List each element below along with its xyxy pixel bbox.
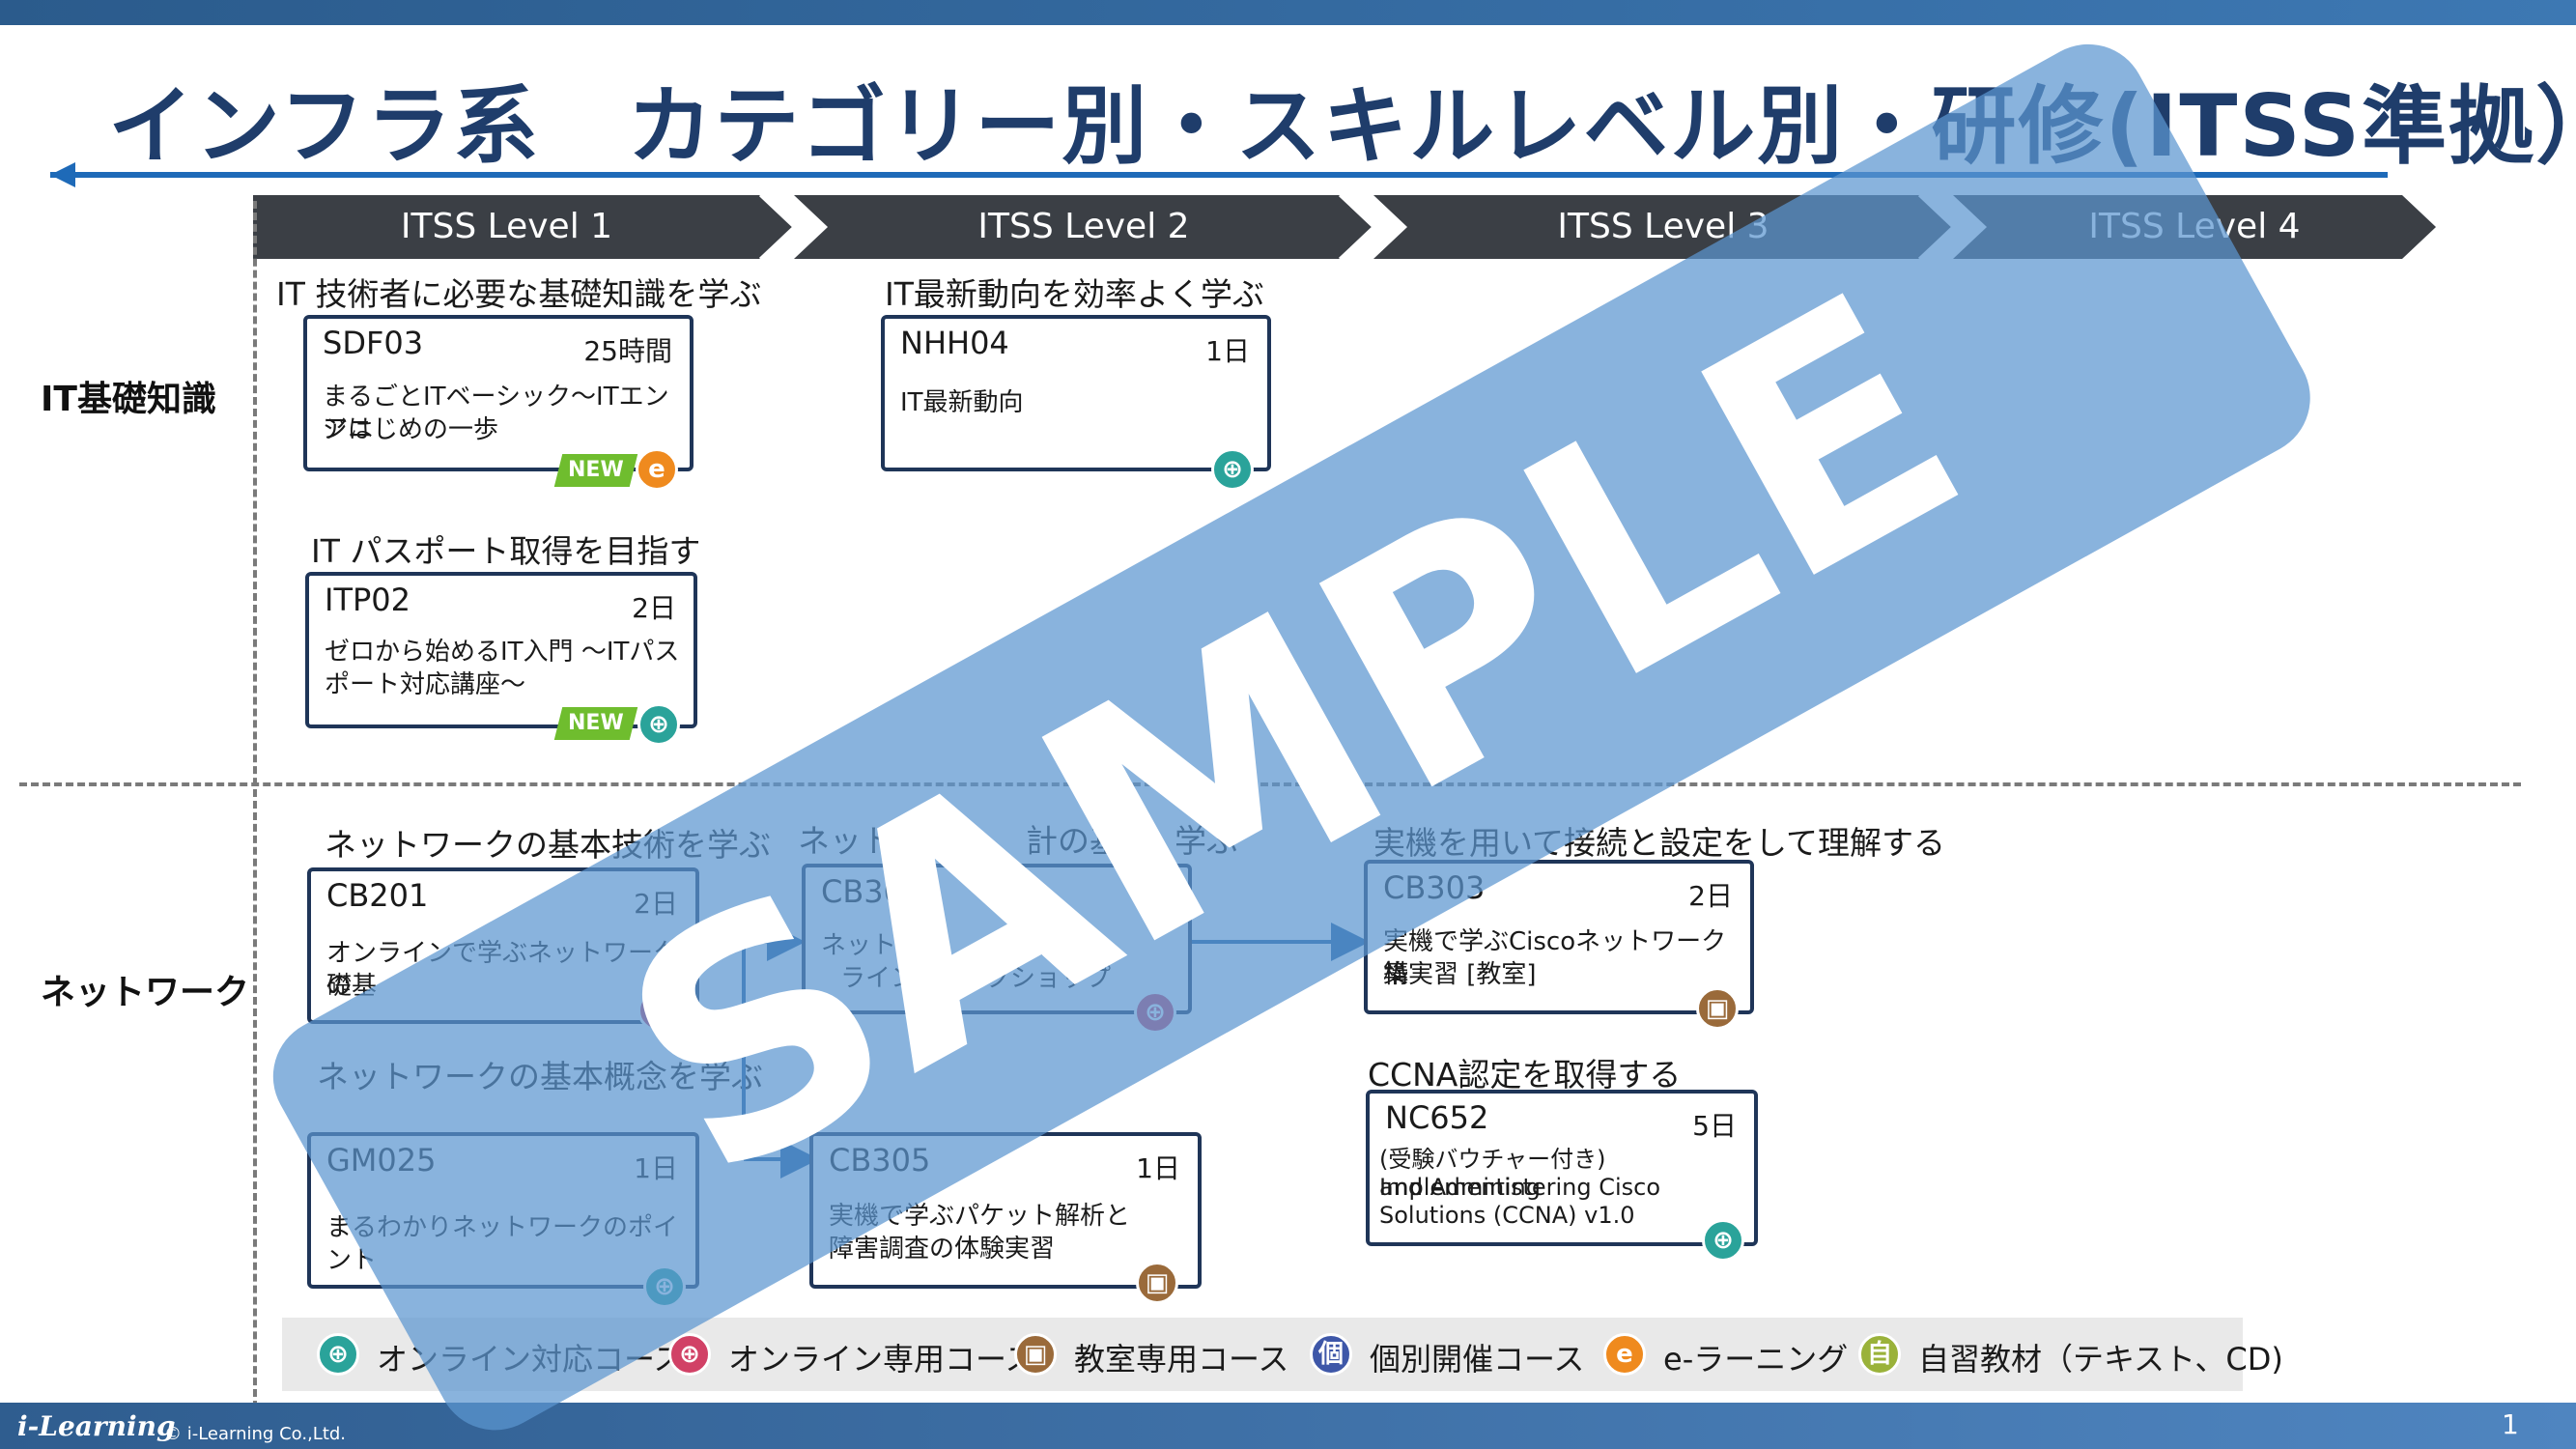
course-card-nc652[interactable]: NC652 5日 (受験バウチャー付き) Implementing and Ad… [1366,1090,1758,1246]
course-description-line2b: クショップ [985,964,1112,993]
legend-label: オンライン対応コース [377,1341,685,1378]
course-code: SDF03 [323,325,424,361]
legend-label: 教室専用コース [1074,1341,1289,1378]
online-ready-icon: ⊕ [1702,1219,1744,1262]
course-description-line1: ネットワー [821,931,948,960]
online-only-icon: ⊕ [668,1333,711,1376]
course-description-line1: オンラインで学ぶネットワークの基 [326,939,679,1001]
online-ready-icon: ⊕ [637,703,680,746]
course-code: NC652 [1385,1099,1489,1136]
course-duration: 25時間 [583,335,672,367]
online-ready-icon: ⊕ [643,1265,686,1308]
course-description-line2: ライン [840,964,917,993]
elearning-icon: e [636,448,678,491]
course-duration: 5日 [1692,1110,1737,1142]
course-duration: 2日 [634,888,678,920]
course-description-line3: Solutions (CCNA) v1.0 [1379,1202,1635,1229]
course-description-line2: アはじめの一歩 [323,415,499,444]
classroom-icon: ▣ [1696,987,1739,1030]
classroom-icon: ▣ [1014,1333,1057,1376]
elearning-icon: e [1603,1333,1646,1376]
course-duration: 1日 [1136,1152,1180,1184]
new-tag: NEW [553,454,638,487]
legend-label: e-ラーニング [1663,1341,1849,1378]
row-header-network: ネットワーク [41,973,250,1012]
course-code: GM025 [326,1142,437,1179]
footer-bar [0,1403,2576,1449]
course-card-cb300[interactable]: CB300 2 ネットワー 礎 ライン クショップ [802,864,1192,1014]
course-duration: 1日 [634,1152,678,1184]
row-header-divider [253,201,257,1408]
course-duration: 2日 [632,592,676,624]
course-code: CB201 [326,877,429,914]
legend-label: 個別開催コース [1370,1341,1585,1378]
row-header-it-basic: IT基礎知識 [41,380,216,419]
company-logo: i-Learning [17,1410,176,1442]
course-duration: 2 [1153,879,1171,911]
course-card-cb305[interactable]: CB305 1日 実機で学ぶパケット解析と 障害調査の体験実習 [809,1132,1202,1289]
course-description-line1: 実機で学ぶパケット解析と [829,1202,1131,1231]
online-ready-icon: ⊕ [317,1333,359,1376]
course-card-nhh04[interactable]: NHH04 1日 IT最新動向 [881,315,1271,471]
legend-label: 自習教材（テキスト、CD) [1918,1341,2283,1378]
individual-icon: 個 [1310,1333,1352,1376]
course-card-gm025[interactable]: GM025 1日 まるわかりネットワークのポイント [307,1132,699,1289]
page-number: 1 [2502,1408,2519,1440]
course-card-itp02[interactable]: ITP02 2日 ゼロから始めるIT入門 ～ITパス ポート対応講座～ [305,572,697,728]
course-code: NHH04 [900,325,1009,361]
course-duration: 2日 [1688,880,1733,912]
top-accent-bar [0,0,2576,25]
course-code: CB300 [821,873,923,910]
course-description-line2: ポート対応講座～ [325,670,526,699]
online-only-icon: ⊕ [637,989,680,1032]
new-tag: NEW [553,707,638,740]
selfstudy-icon: 自 [1858,1333,1901,1376]
course-description-line1: ゼロから始めるIT入門 ～ITパス [325,638,680,667]
course-card-cb303[interactable]: CB303 2日 実機で学ぶCiscoネットワーク構 築実習 [教室] [1364,860,1754,1014]
course-description-line2: 障害調査の体験実習 [829,1235,1056,1264]
course-description-line2: 礎 [326,972,353,1001]
course-description-line2: 築実習 [教室] [1383,960,1537,989]
online-only-icon: ⊕ [1134,991,1176,1034]
legend-label: オンライン専用コース [728,1341,1036,1378]
classroom-icon: ▣ [1136,1262,1178,1304]
course-description-line2: and Administering Cisco [1379,1174,1661,1201]
course-description-line1: IT最新動向 [900,388,1024,417]
course-code: CB305 [829,1142,931,1179]
legend: ⊕ オンライン対応コース ⊕ オンライン専用コース ▣ 教室専用コース 個 個別… [282,1318,2283,1391]
course-card-sdf03[interactable]: SDF03 25時間 まるごとITベーシック～ITエンジニ アはじめの一歩 [303,315,694,471]
course-code: ITP02 [325,582,410,618]
course-duration: 1日 [1205,335,1250,367]
course-description-line1b: 礎 [1033,931,1060,960]
copyright: © i-Learning Co.,Ltd. [164,1424,347,1444]
course-description-line1: まるわかりネットワークのポイント [326,1213,679,1275]
course-code: CB303 [1383,869,1486,906]
online-ready-icon: ⊕ [1211,448,1254,491]
